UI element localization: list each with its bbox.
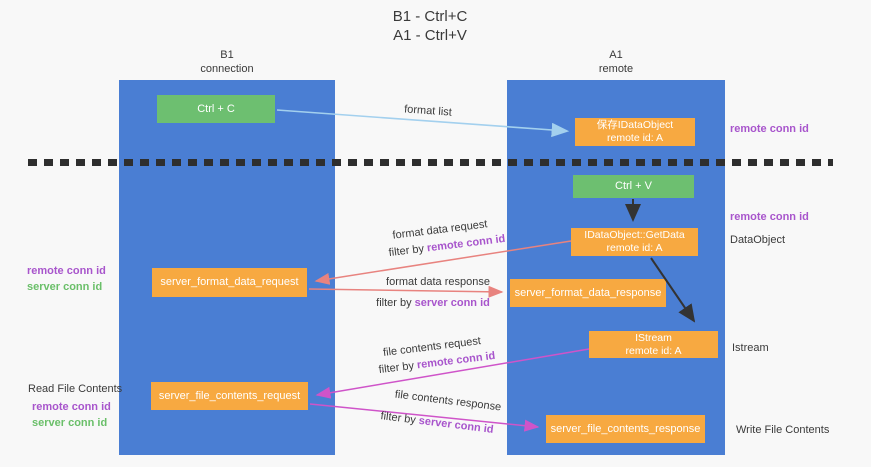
node-server-file-contents-response: server_file_contents_response [546,415,705,443]
label-left-format-server-conn-id: server conn id [27,281,103,293]
node-save-idataobject: 保存IDataObject remote id: A [575,118,695,146]
label-filter-format-response: filter by server conn id [376,297,490,309]
label-left-file-remote-conn-id: remote conn id [32,401,111,413]
node-ctrl-c-label: Ctrl + C [197,102,235,115]
node-server-file-contents-request-label: server_file_contents_request [158,389,301,402]
label-dataobject: DataObject [730,234,786,246]
label-format-data-response: format data response [386,276,490,288]
node-save-idataobject-line1: 保存IDataObject [596,119,674,131]
node-istream-line2: remote id: A [625,344,682,357]
node-ctrl-v-label: Ctrl + V [615,180,652,192]
node-server-file-contents-request: server_file_contents_request [151,382,308,410]
filter-prefix: filter by [378,359,418,377]
node-ctrl-v: Ctrl + V [573,175,694,198]
node-server-file-contents-response-label: server_file_contents_response [550,422,701,435]
node-server-format-data-response: server_format_data_response [510,279,666,307]
right-column-role: remote [598,63,634,75]
right-column-header: A1 remote [556,48,676,76]
label-file-contents-response: file contents response [394,388,502,414]
filter-id: server conn id [418,414,495,436]
right-column-name: A1 [609,49,623,61]
node-istream: IStream remote id: A [589,331,718,358]
filter-prefix: filter by [388,242,428,260]
node-idataobject-getdata: IDataObject::GetData remote id: A [571,228,698,256]
filter-prefix: filter by [376,297,415,309]
label-format-list: format list [403,103,453,119]
diagram-title: B1 - Ctrl+C A1 - Ctrl+V [300,7,560,45]
node-server-format-data-request: server_format_data_request [152,268,307,297]
node-getdata-line1: IDataObject::GetData [584,229,685,241]
node-istream-line1: IStream [635,331,672,344]
left-column-header: B1 connection [167,48,287,76]
arrow-format-data-response [308,285,504,298]
label-remote-conn-id-mid: remote conn id [730,211,809,223]
phase-divider-dashed-line [28,159,833,166]
label-read-file-contents: Read File Contents [28,383,123,395]
label-istream: Istream [732,342,769,354]
label-left-file-server-conn-id: server conn id [32,417,108,429]
filter-prefix: filter by [379,410,420,427]
left-column-name: B1 [220,49,234,61]
node-getdata-line2: remote id: A [606,242,663,254]
node-server-format-data-request-label: server_format_data_request [160,276,299,288]
label-write-file-contents: Write File Contents [736,424,830,436]
title-line-2: A1 - Ctrl+V [393,27,467,44]
label-remote-conn-id-top: remote conn id [730,123,809,135]
node-ctrl-c: Ctrl + C [157,95,275,123]
node-save-idataobject-line2: remote id: A [606,132,664,144]
filter-id: server conn id [414,297,490,309]
left-column-role: connection [200,63,254,75]
title-line-1: B1 - Ctrl+C [392,8,468,25]
label-filter-file-response: filter by server conn id [380,410,494,436]
node-server-format-data-response-label: server_format_data_response [514,286,662,299]
label-left-format-remote-conn-id: remote conn id [27,265,106,277]
